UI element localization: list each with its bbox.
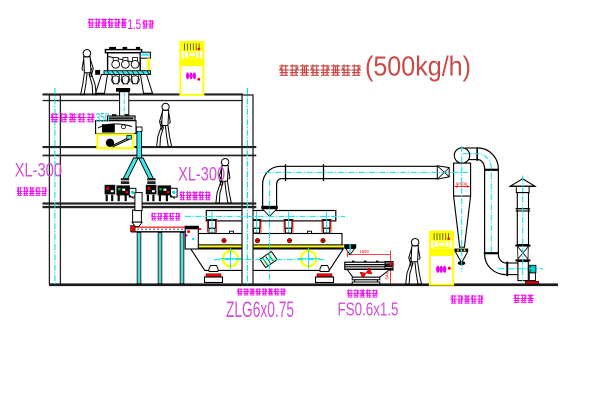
- svg-text:Φ600: Φ600: [456, 181, 468, 186]
- svg-text:ZLG6x0.75: ZLG6x0.75: [226, 297, 294, 322]
- svg-text:XL-300: XL-300: [15, 160, 62, 181]
- svg-text:1.5: 1.5: [128, 16, 142, 32]
- svg-text:FS0.6x1.5: FS0.6x1.5: [338, 300, 399, 320]
- svg-text:(500kg/h): (500kg/h): [365, 51, 471, 82]
- svg-text:1500: 1500: [360, 249, 370, 254]
- svg-text:350: 350: [96, 110, 110, 125]
- svg-text:540: 540: [384, 271, 389, 279]
- svg-text:XL-300: XL-300: [178, 165, 225, 186]
